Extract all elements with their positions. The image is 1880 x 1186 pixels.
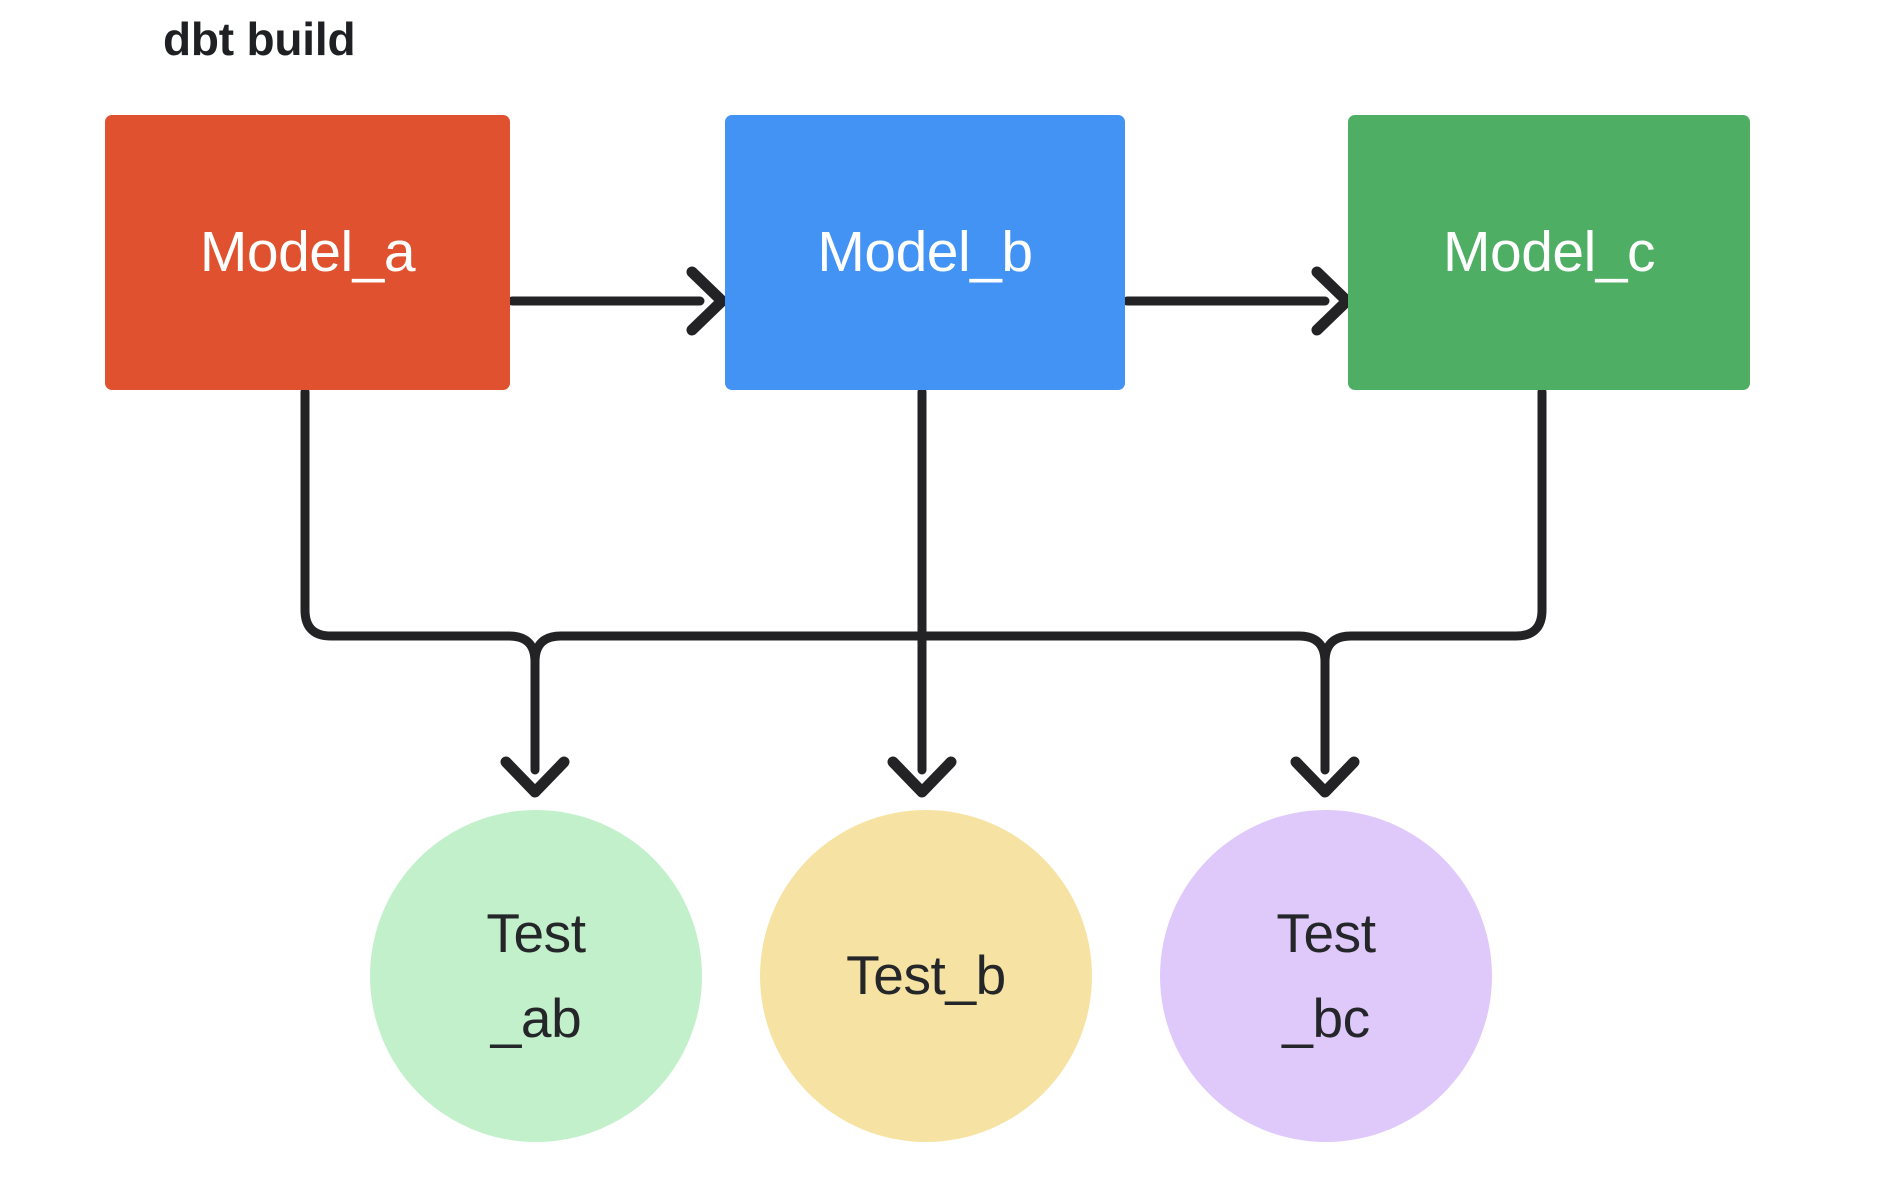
node-model-b[interactable]: Model_b — [725, 115, 1125, 390]
edge-model-b-to-model-c — [1122, 266, 1353, 336]
node-model-c-label: Model_c — [1443, 220, 1655, 285]
edge-model-b-to-test-bc — [917, 631, 1330, 705]
edge-model-a-to-model-b — [507, 266, 728, 336]
node-test-ab-label: Test _ab — [486, 901, 586, 1049]
edge-model-a-to-test-ab — [300, 387, 540, 775]
node-test-b-label: Test_b — [846, 944, 1006, 1007]
node-test-bc[interactable]: Test _bc — [1160, 810, 1492, 1142]
node-model-a-label: Model_a — [199, 220, 416, 285]
arrowhead-test-b — [887, 756, 957, 798]
node-test-bc-label: Test _bc — [1276, 901, 1376, 1049]
page-title: dbt build — [163, 13, 356, 65]
edge-model-c-to-test-bc — [1320, 387, 1547, 775]
node-test-b[interactable]: Test_b — [760, 810, 1092, 1142]
node-model-a[interactable]: Model_a — [105, 115, 510, 390]
node-model-c[interactable]: Model_c — [1348, 115, 1750, 390]
node-test-ab[interactable]: Test _ab — [370, 810, 702, 1142]
edge-model-b-to-test-ab — [530, 631, 927, 705]
node-model-b-label: Model_b — [817, 220, 1033, 285]
arrowhead-test-ab — [500, 756, 570, 798]
arrowhead-test-bc — [1290, 756, 1360, 798]
